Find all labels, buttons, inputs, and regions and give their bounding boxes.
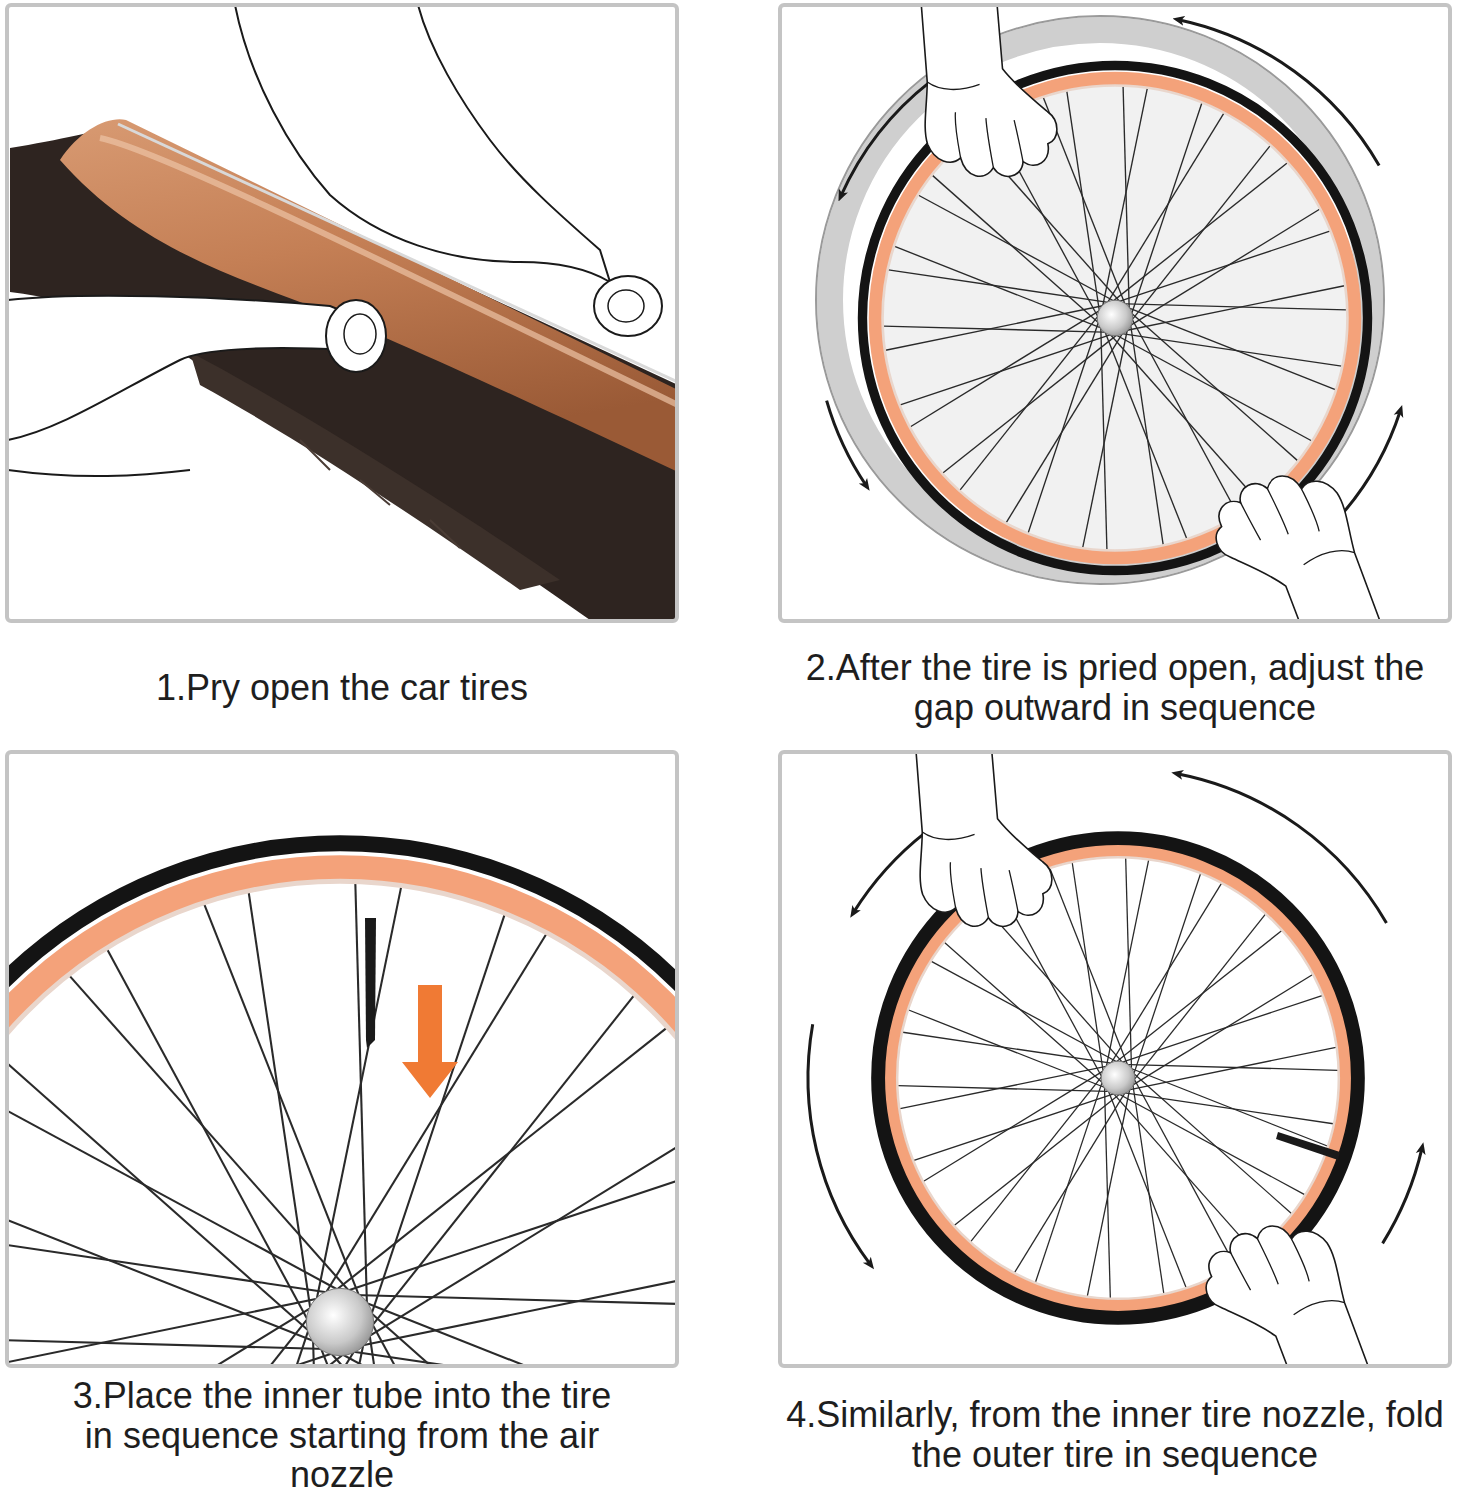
spoke bbox=[1123, 1047, 1336, 1091]
spoke bbox=[909, 1010, 1111, 1090]
pry-illustration bbox=[7, 5, 677, 621]
rim-edge bbox=[7, 881, 677, 1366]
spoke bbox=[1125, 1066, 1327, 1146]
spoke bbox=[943, 331, 1122, 473]
hub bbox=[1097, 300, 1132, 335]
tube-illustration bbox=[7, 752, 677, 1366]
rim bbox=[7, 867, 677, 1366]
turn-arrow bbox=[827, 401, 867, 486]
spoke bbox=[204, 904, 364, 1308]
spoke bbox=[249, 892, 313, 1322]
step-caption: 4.Similarly, from the inner tire nozzle,… bbox=[770, 1395, 1460, 1474]
spoke bbox=[354, 1298, 677, 1366]
turn-arrow bbox=[1177, 774, 1386, 923]
step-panel: 4.Similarly, from the inner tire nozzle,… bbox=[778, 750, 1452, 1368]
spoke bbox=[7, 1052, 319, 1340]
spoke bbox=[368, 1322, 432, 1366]
spoke bbox=[1102, 325, 1186, 538]
caption-box: 4.Similarly, from the inner tire nozzle,… bbox=[770, 1395, 1460, 1474]
hand bbox=[902, 5, 1060, 182]
spoke bbox=[1120, 286, 1344, 332]
spoke bbox=[1132, 1078, 1164, 1293]
spoke bbox=[322, 1343, 610, 1366]
spoke bbox=[1108, 163, 1287, 305]
hub bbox=[1101, 1061, 1135, 1095]
turn-arrow bbox=[1178, 20, 1379, 166]
spoke bbox=[900, 332, 1117, 404]
spoke bbox=[1067, 91, 1101, 318]
caption-box: 2.After the tire is pried open, adjust t… bbox=[785, 648, 1445, 727]
finger-tip bbox=[594, 276, 662, 336]
spoke bbox=[1001, 891, 1105, 1082]
spoke bbox=[895, 246, 1108, 330]
finger-nail bbox=[608, 290, 644, 322]
spoke bbox=[1050, 869, 1130, 1071]
spoke bbox=[954, 1090, 1124, 1225]
spoke bbox=[46, 1308, 316, 1366]
hand bbox=[235, 5, 610, 282]
step-panel: 2.After the tire is pried open, adjust t… bbox=[778, 3, 1452, 623]
turn-arrow bbox=[841, 82, 930, 196]
caption-box: 3.Place the inner tube into the tire in … bbox=[57, 1376, 627, 1495]
spoke bbox=[107, 950, 314, 1332]
hand bbox=[897, 752, 1055, 932]
spoke bbox=[1122, 305, 1335, 389]
spoke bbox=[914, 1092, 1120, 1161]
spoke bbox=[70, 976, 358, 1301]
step-panel: 3.Place the inner tube into the tire in … bbox=[5, 750, 679, 1368]
spoke bbox=[898, 1086, 1116, 1092]
spoke bbox=[1130, 318, 1164, 545]
spoke bbox=[1106, 1085, 1186, 1287]
spoke bbox=[1072, 863, 1104, 1078]
air-valve bbox=[1276, 1132, 1340, 1160]
hub bbox=[306, 1288, 373, 1355]
spoke bbox=[7, 1089, 349, 1296]
hand bbox=[8, 296, 352, 440]
loosen-illustration bbox=[780, 5, 1450, 621]
step-panel: 1.Pry open the car tires bbox=[5, 3, 679, 623]
spoke bbox=[932, 175, 1103, 327]
air-valve bbox=[365, 918, 376, 1048]
hand-line bbox=[8, 470, 190, 476]
spoke bbox=[326, 1028, 666, 1298]
refit-illustration bbox=[780, 752, 1450, 1366]
spoke bbox=[1112, 231, 1329, 303]
turn-arrow bbox=[853, 832, 926, 913]
spoke bbox=[1129, 1069, 1292, 1213]
spoke bbox=[983, 905, 1127, 1068]
spoke bbox=[1116, 996, 1322, 1065]
spoke bbox=[7, 1349, 345, 1366]
turn-arrow bbox=[808, 1024, 870, 1264]
hand bbox=[1192, 1207, 1445, 1366]
spoke bbox=[1111, 931, 1281, 1066]
panel-ground bbox=[7, 5, 677, 621]
spoke bbox=[358, 1116, 677, 1343]
tread-line bbox=[300, 440, 460, 548]
turn-arrow bbox=[1383, 1148, 1422, 1243]
down-arrow bbox=[402, 985, 458, 1098]
hand bbox=[1202, 457, 1450, 621]
thumb bbox=[326, 300, 386, 372]
panel-ground bbox=[780, 752, 1450, 1366]
step-caption: 2.After the tire is pried open, adjust t… bbox=[785, 648, 1445, 727]
spoke bbox=[1126, 309, 1297, 461]
spoke bbox=[335, 1157, 677, 1294]
spoke bbox=[945, 943, 1108, 1087]
thumb-nail bbox=[344, 314, 376, 354]
spoke bbox=[1131, 1073, 1235, 1264]
step-caption: 1.Pry open the car tires bbox=[42, 668, 642, 708]
spoke bbox=[1129, 313, 1238, 514]
spoke bbox=[883, 326, 1112, 332]
spoke bbox=[7, 1301, 322, 1366]
spoke bbox=[7, 1337, 335, 1349]
spoke bbox=[1109, 1089, 1253, 1252]
step-caption: 3.Place the inner tube into the tire in … bbox=[57, 1376, 627, 1495]
tire bbox=[7, 843, 677, 1366]
spoke bbox=[1106, 329, 1258, 500]
caption-box: 1.Pry open the car tires bbox=[42, 668, 642, 708]
